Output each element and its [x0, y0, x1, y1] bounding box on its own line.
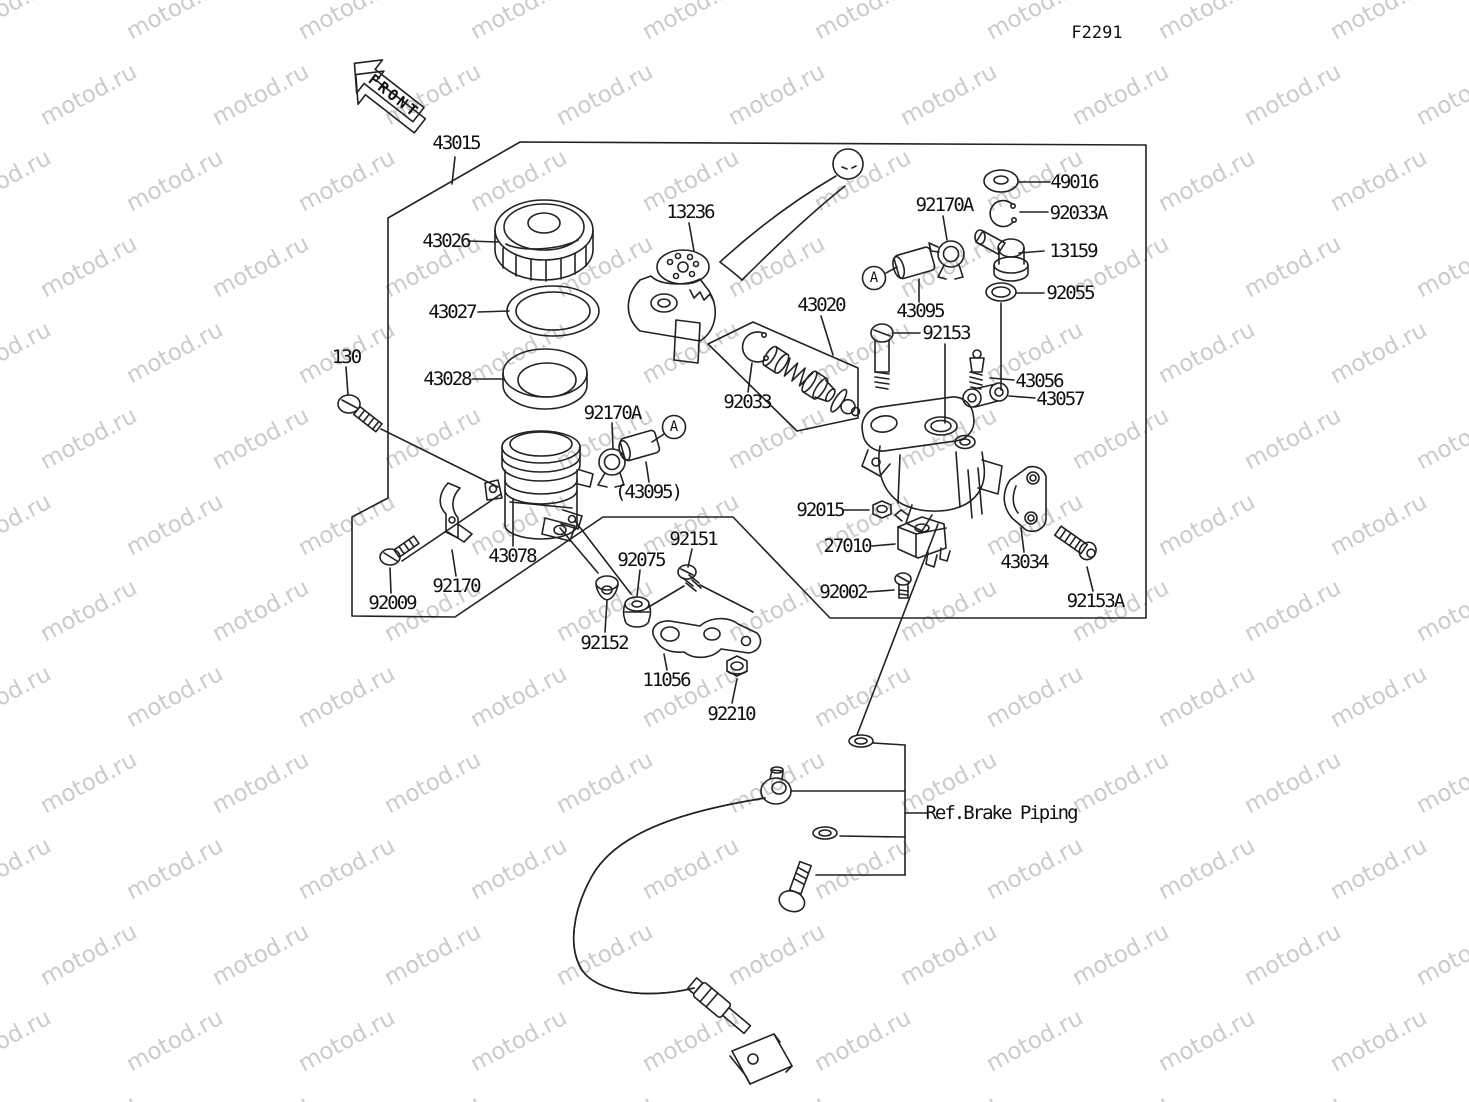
part-label-43015: 43015	[432, 132, 481, 154]
part-label-92170: 92170	[432, 575, 481, 597]
part-label-92151: 92151	[669, 528, 718, 550]
part-label-92055: 92055	[1046, 282, 1095, 304]
cap-gasket-drawing	[477, 285, 600, 337]
part-label-49016: 49016	[1050, 171, 1099, 193]
piston-kit-drawing	[707, 315, 861, 432]
part-label-92015: 92015	[796, 499, 845, 521]
part-label-43056: 43056	[1015, 370, 1064, 392]
ref-piping-bracket	[778, 734, 928, 913]
reservoir-bracket-drawing	[379, 482, 502, 594]
front-arrow	[353, 59, 427, 134]
reservoir-body-drawing	[484, 430, 594, 547]
part-label-92033: 92033	[723, 391, 772, 413]
part-label-13159: 13159	[1049, 240, 1098, 262]
part-label-13236: 13236	[666, 201, 715, 223]
bleeder-valve-drawing	[962, 349, 1036, 408]
leader-lines-top	[451, 156, 456, 185]
switch-assembly-drawing	[843, 500, 951, 599]
part-label-43020: 43020	[797, 294, 846, 316]
part-label-43095: 43095	[896, 300, 945, 322]
part-label-43034: 43034	[1000, 551, 1049, 573]
part-label-43026: 43026	[422, 230, 471, 252]
assembly-border	[351, 141, 1147, 619]
part-label-130: 130	[331, 346, 362, 368]
detail-marker-A-left: A	[669, 419, 679, 435]
part-label-92009: 92009	[368, 592, 417, 614]
part-label-92170A-right: 92170A	[915, 194, 975, 216]
part-label-43028: 43028	[423, 368, 472, 390]
part-label-43078: 43078	[488, 545, 537, 567]
part-label-92170A-left: 92170A	[583, 402, 643, 424]
detail-marker-A-right: A	[869, 270, 879, 286]
ref-brake-piping-note: Ref.Brake Piping	[925, 802, 1078, 824]
part-label-11056: 11056	[642, 669, 691, 691]
hose-sleeve-right-drawing	[861, 246, 936, 303]
part-label-92153A: 92153A	[1066, 590, 1126, 612]
reservoir-cap-drawing	[467, 199, 594, 282]
part-label-43057: 43057	[1036, 388, 1085, 410]
brake-hose-drawing	[572, 766, 793, 1085]
reservoir-hose-fittings-drawing	[928, 169, 1051, 391]
mount-rubbers-drawing	[559, 520, 754, 633]
reservoir-screw-drawing	[870, 323, 946, 424]
part-label-92002: 92002	[819, 581, 868, 603]
diaphragm-drawing	[471, 348, 588, 410]
handlebar-clamp-drawing	[1003, 465, 1097, 592]
part-label-92033A: 92033A	[1049, 202, 1109, 224]
part-label-92153: 92153	[922, 322, 971, 344]
part-label-43027: 43027	[428, 301, 477, 323]
hose-sleeve-left-drawing	[597, 414, 687, 488]
part-label-92210: 92210	[707, 703, 756, 725]
part-label-27010: 27010	[823, 535, 872, 557]
bracket-screw-130-drawing	[337, 366, 499, 488]
part-label-92152: 92152	[580, 632, 629, 654]
reservoir-mount-bracket-drawing	[652, 617, 762, 704]
part-label-43095-paren: (43095)	[614, 481, 683, 503]
brake-lever-drawing	[627, 148, 864, 364]
part-label-92075: 92075	[617, 549, 666, 571]
figure-code: F2291	[1071, 23, 1123, 43]
